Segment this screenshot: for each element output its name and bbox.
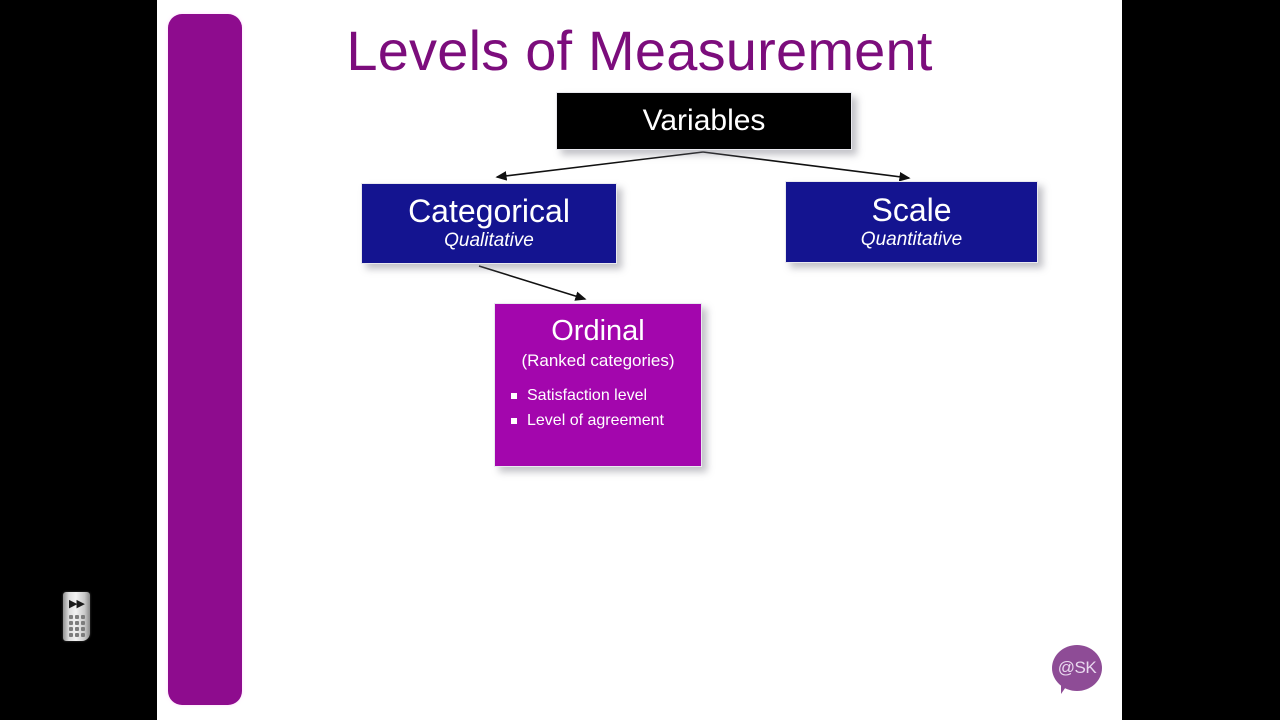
bullet-square-icon bbox=[511, 417, 517, 424]
ordinal-example-list: Satisfaction level Level of agreement bbox=[495, 383, 664, 433]
bullet-square-icon bbox=[511, 392, 517, 399]
letterbox-right bbox=[1122, 0, 1280, 720]
node-scale-label: Scale bbox=[871, 191, 952, 228]
list-item: Level of agreement bbox=[511, 408, 664, 433]
node-categorical-subtitle: Qualitative bbox=[444, 230, 534, 251]
node-categorical-label: Categorical bbox=[408, 193, 570, 229]
arrow-variables-to-categorical bbox=[495, 151, 704, 181]
node-ordinal-label: Ordinal bbox=[551, 315, 645, 347]
list-item-label: Level of agreement bbox=[527, 412, 664, 429]
slide-accent-bar bbox=[168, 14, 242, 705]
node-scale-subtitle: Quantitative bbox=[860, 228, 963, 250]
node-ordinal-subtitle: (Ranked categories) bbox=[521, 351, 675, 370]
watermark-badge: @SK bbox=[1052, 645, 1106, 699]
keypad-icon bbox=[68, 615, 85, 637]
node-variables[interactable]: Variables bbox=[556, 92, 852, 150]
node-variables-label: Variables bbox=[642, 104, 766, 137]
watermark-label: @SK bbox=[1057, 658, 1097, 677]
arrow-variables-to-scale bbox=[702, 151, 911, 182]
arrow-categorical-to-ordinal bbox=[478, 265, 587, 301]
fast-forward-remote-icon[interactable]: ▶▶ bbox=[63, 592, 90, 641]
page-title: Levels of Measurement bbox=[346, 19, 933, 82]
node-ordinal[interactable]: Ordinal (Ranked categories) Satisfaction… bbox=[494, 303, 702, 467]
list-item: Satisfaction level bbox=[511, 383, 664, 408]
speech-bubble-icon: @SK bbox=[1052, 645, 1102, 691]
node-categorical[interactable]: Categorical Qualitative bbox=[361, 183, 617, 264]
fast-forward-icon: ▶▶ bbox=[69, 598, 85, 610]
node-scale[interactable]: Scale Quantitative bbox=[785, 181, 1038, 263]
presentation-slide: Levels of Measurement Variables Categori… bbox=[157, 0, 1122, 720]
list-item-label: Satisfaction level bbox=[527, 387, 648, 404]
